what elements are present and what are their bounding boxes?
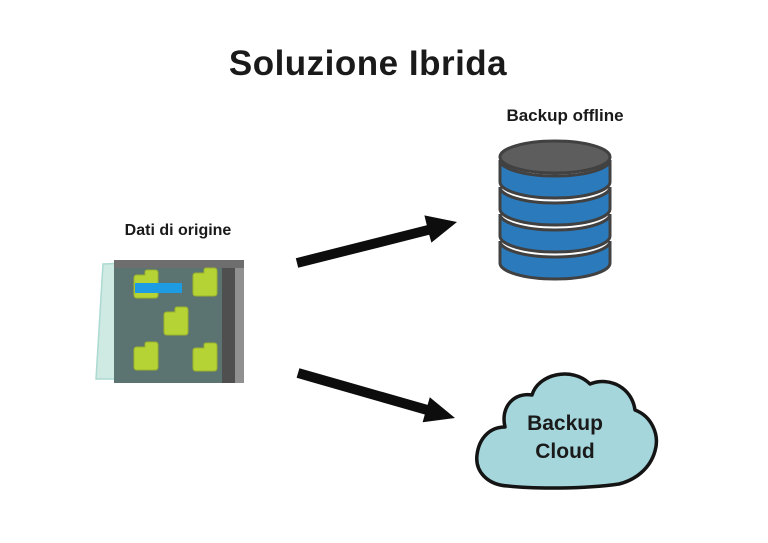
db-disk [498,213,612,254]
panel-edge [235,260,244,383]
panel-top-strip [114,260,244,268]
arrow-to-cloud [296,368,455,423]
database-icon [498,139,612,281]
db-top-ellipse [498,139,612,175]
diagram-title: Soluzione Ibrida [228,44,508,83]
offline-node-label: Backup offline [506,106,624,125]
selection-bar [135,283,182,293]
cloud-shape [475,372,658,490]
folder-icon [163,306,189,336]
cloud-icon [475,372,658,490]
folder-icons [133,267,218,372]
folder-icon [192,267,218,297]
db-disk [498,159,612,200]
source-node-label: Dati di origine [124,222,232,239]
folder-icon [192,342,218,372]
panel-edge [222,260,235,383]
db-disk [498,186,612,227]
db-disk [498,240,612,281]
arrow-to-offline [295,215,457,268]
cloud-node-label: Backup Cloud [527,412,603,464]
folders-panel-icon [95,260,244,383]
folder-icon [133,341,159,371]
